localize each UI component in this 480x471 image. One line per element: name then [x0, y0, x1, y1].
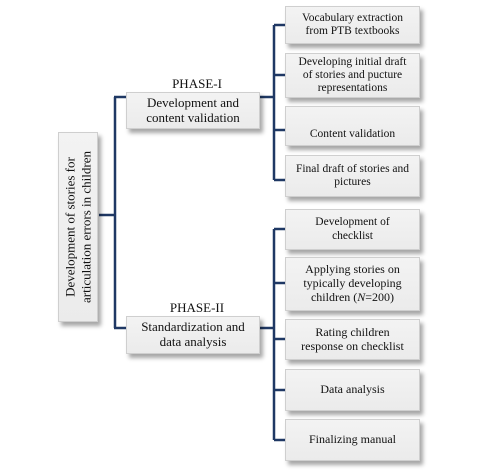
phase1-step-initial-draft: Developing initial draft of stories and …	[285, 53, 420, 98]
phase1-heading: PHASE-I	[172, 76, 222, 91]
step-text-line1: Final draft of stories and	[295, 162, 410, 175]
step-text-line1: Developing initial draft	[298, 55, 407, 68]
step-text-line2: typically developing	[303, 276, 402, 291]
phase2-box: Standardization and data analysis	[126, 316, 260, 354]
step-text-line3: children (N=200)	[310, 289, 395, 305]
step-text-line2: of stories and pucture	[302, 68, 403, 81]
step-text-line3: representations	[317, 82, 388, 95]
phase1-box: Development and content validation	[126, 92, 260, 129]
phase1-step-final-draft: Final draft of stories and pictures	[285, 155, 420, 197]
step-text-line2: response on checklist	[301, 338, 404, 353]
phase2-step-applying-stories: Applying stories on typically developing…	[285, 257, 420, 311]
step-text-prefix: children (	[310, 289, 358, 304]
step-text-line2: from PTB textbooks	[305, 25, 400, 37]
phase2-heading-area: PHASE-II	[127, 298, 267, 318]
step-text-line2: pictures	[334, 176, 371, 188]
step-text-line1: Vocabulary extraction	[301, 11, 403, 24]
phase2-step-data-analysis: Data analysis	[285, 369, 420, 411]
step-text-line1: Rating children	[315, 324, 390, 339]
step-text-line1: Applying stories on	[305, 262, 400, 277]
phase2-title-line1: Standardization and	[141, 319, 245, 335]
root-box: Development of stories for articulation …	[58, 132, 98, 322]
step-text-line2: checklist	[332, 229, 373, 242]
phase2-heading: PHASE-II	[169, 300, 225, 315]
phase2-title-line2: data analysis	[159, 334, 227, 349]
phase1-step-content-validation: Content validation	[285, 106, 420, 146]
step-text-line1: Data analysis	[320, 382, 385, 397]
root-label-line2: articulation errors in children	[78, 151, 93, 303]
phase2-step-checklist: Development of checklist	[285, 209, 420, 250]
phase1-title-line1: Development and	[146, 94, 240, 110]
phase2-step-rating: Rating children response on checklist	[285, 319, 420, 360]
root-label-line1: Development of stories for	[62, 157, 78, 297]
phase1-heading-area: PHASE-I	[127, 74, 267, 94]
step-text-line1: Development of	[315, 216, 390, 229]
sample-size-variable: N	[357, 289, 366, 304]
root-label: Development of stories for articulation …	[62, 151, 93, 303]
step-text-line1: Content validation	[309, 127, 396, 140]
step-text-suffix: =200)	[365, 289, 395, 304]
phase2-step-finalizing-manual: Finalizing manual	[285, 419, 420, 461]
phase1-title-line2: content validation	[146, 109, 240, 125]
step-text-line1: Finalizing manual	[309, 432, 396, 447]
phase1-step-vocabulary: Vocabulary extraction from PTB textbooks	[285, 6, 420, 44]
